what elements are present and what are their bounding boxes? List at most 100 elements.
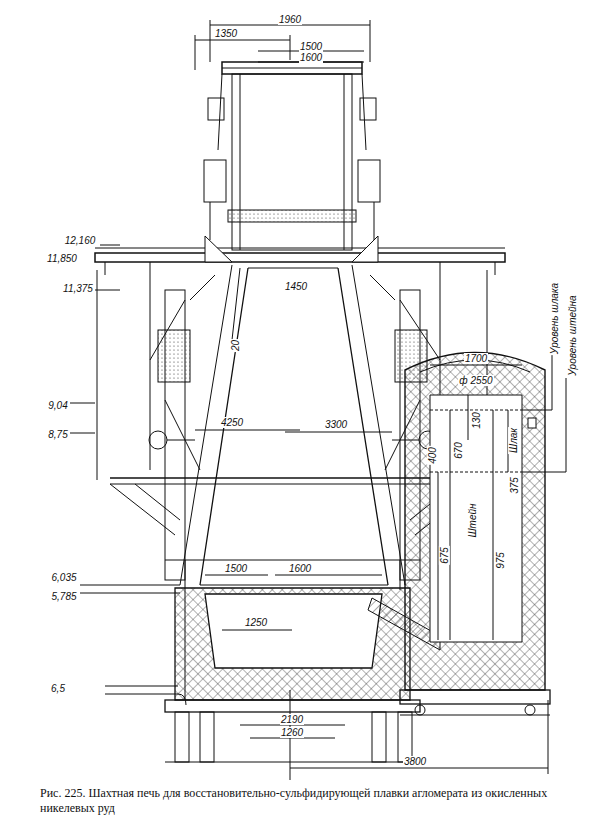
furnace-base-part	[240, 725, 345, 726]
charging-column-part	[218, 74, 222, 150]
dimension-text: 3300	[324, 419, 348, 430]
furnace-base-part	[165, 700, 420, 712]
forehearth-part	[468, 395, 469, 440]
furnace-base-part	[105, 686, 178, 687]
furnace-shaft-part	[180, 265, 405, 585]
platform-beam-part	[95, 253, 505, 262]
charging-column-part	[360, 98, 376, 120]
furnace-shaft-part	[370, 275, 395, 300]
dimension-text: 20	[231, 338, 242, 351]
charging-column-part	[208, 98, 224, 120]
support-frame-part	[80, 593, 180, 594]
dimension-text: 1500	[299, 41, 323, 52]
forehearth-part	[430, 395, 522, 642]
hearth-brickwork-part	[222, 630, 292, 631]
dimension-text: 5,785	[50, 591, 77, 602]
dimension-text: 670	[453, 441, 464, 460]
dimension-text: 12,160	[64, 235, 97, 246]
forehearth-part	[400, 690, 550, 704]
furnace-shaft-part	[285, 432, 392, 433]
dimension-text: 11,850	[46, 253, 78, 264]
dimension-text: 1500	[224, 563, 248, 574]
forehearth-part	[552, 348, 553, 410]
charging-column-part	[344, 74, 345, 250]
platform-beam-part	[95, 290, 120, 291]
figure-caption: Рис. 225. Шахтная печь для восстановител…	[40, 786, 555, 816]
dimension-text: 975	[495, 551, 506, 570]
platform-beam-part	[105, 262, 106, 275]
dimension-text: 400	[427, 446, 438, 465]
hearth-brickwork	[175, 575, 410, 700]
charging-column	[204, 62, 380, 250]
furnace-shaft-part	[195, 430, 300, 431]
charging-column-part	[240, 74, 241, 250]
furnace-shaft-part	[248, 268, 338, 269]
dimension-text: 1600	[299, 52, 323, 63]
furnace-shaft-part	[149, 431, 167, 449]
furnace-base	[105, 686, 548, 780]
dimension-text: 130	[471, 411, 482, 430]
dimension-text: 375	[509, 476, 520, 495]
dimension-text: 1350	[214, 28, 238, 39]
dimension-line-part	[290, 35, 291, 60]
furnace-base-part	[165, 762, 420, 763]
platform-beam-part	[70, 403, 95, 404]
forehearth-part	[400, 715, 550, 716]
dimension-text: 1260	[280, 727, 304, 738]
dimension-text: 1960	[278, 14, 302, 25]
dimension-text: 1450	[284, 281, 308, 292]
forehearth-part	[522, 472, 566, 473]
support-frame-part	[165, 560, 420, 561]
forehearth-part	[405, 353, 545, 691]
forehearth-part	[522, 410, 552, 411]
support-frame-part	[150, 300, 440, 470]
dimension-text: 9,04	[47, 400, 68, 411]
furnace-base-part	[548, 700, 549, 774]
charging-column-part	[232, 74, 352, 250]
dimension-line-part	[195, 35, 196, 70]
furnace-shaft-part	[200, 268, 388, 585]
part-label: Уровень штейна	[566, 294, 577, 376]
charging-column-part	[228, 210, 356, 222]
platform-beam-part	[100, 245, 120, 246]
dimension-text: 6,035	[50, 572, 77, 583]
dimension-text: 675	[439, 546, 450, 565]
dimension-line-part	[370, 20, 371, 62]
furnace-base-part	[250, 738, 335, 739]
dimension-text: 11,375	[62, 283, 94, 294]
furnace-base-part	[200, 712, 214, 762]
forehearth-part	[566, 378, 567, 472]
furnace-shaft-part	[190, 275, 215, 300]
forehearth-part	[493, 410, 494, 640]
furnace-base-part	[105, 694, 178, 695]
furnace-base-part	[175, 712, 189, 762]
platform-beam-part	[495, 262, 496, 275]
support-frame-part	[400, 560, 401, 590]
charging-column-part	[358, 160, 380, 202]
platform-beam-part	[95, 248, 505, 249]
dimension-text: 4250	[220, 417, 244, 428]
platform-beam-part	[70, 433, 95, 434]
dimension-text: 1700	[464, 353, 488, 364]
dimension-text: 6,5	[50, 683, 66, 694]
furnace-base-part	[398, 712, 412, 762]
dimension-line-part	[210, 20, 211, 62]
dimension-line-part	[195, 40, 290, 41]
forehearth-part	[528, 418, 536, 428]
charging-column-part	[210, 202, 211, 240]
dimension-text: 3800	[403, 756, 427, 767]
furnace-drawing-part	[70, 20, 566, 780]
platform-beam-part	[97, 270, 98, 480]
part-label: Шлак	[508, 426, 519, 453]
forehearth-part	[525, 705, 535, 715]
part-label: Штейн	[466, 502, 477, 538]
charging-column-part	[362, 74, 366, 150]
charging-column-part	[222, 68, 362, 69]
support-frame-part	[80, 585, 180, 586]
hearth-brickwork-part	[200, 585, 388, 586]
platform-beam-part	[205, 236, 378, 262]
charging-column-part	[222, 62, 362, 74]
dimension-text: 2190	[280, 714, 304, 725]
